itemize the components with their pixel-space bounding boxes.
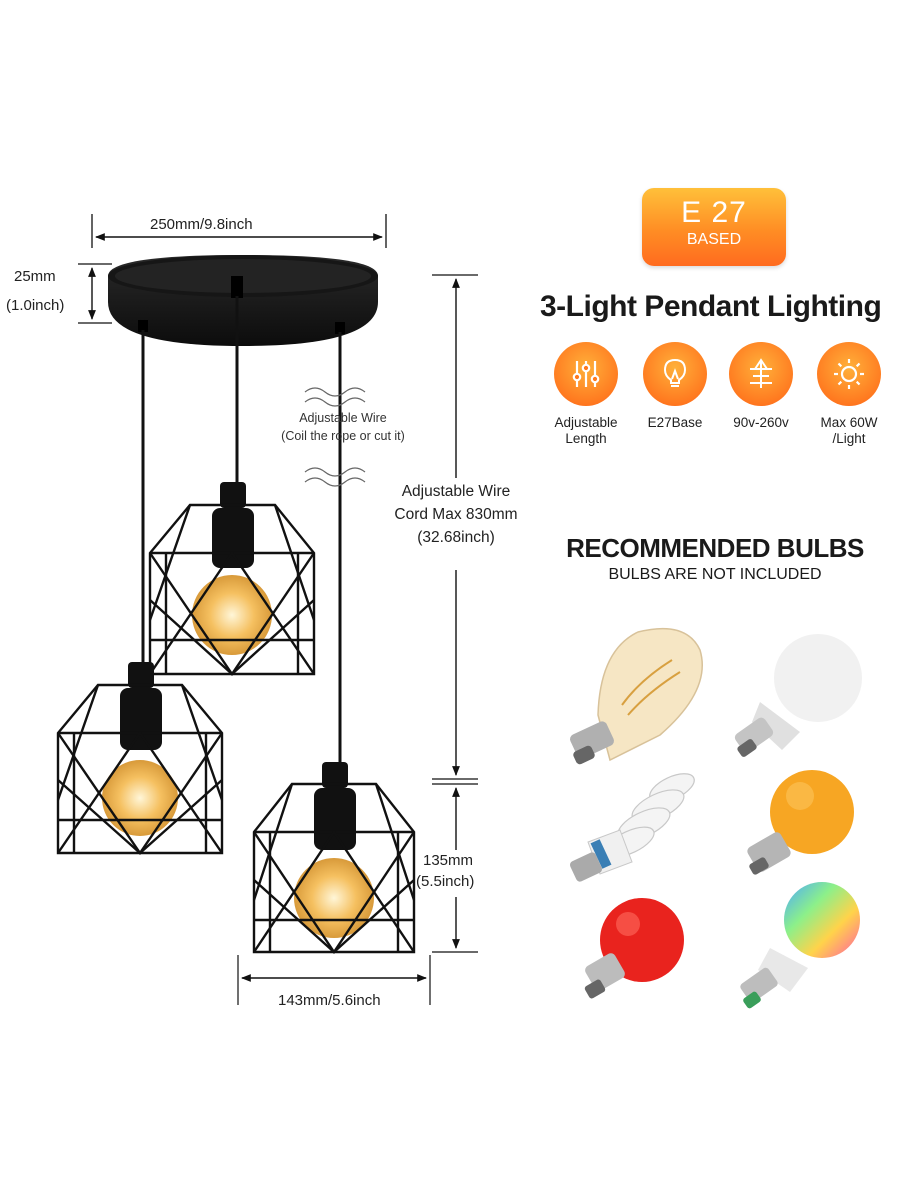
rgb-smart-bulb-icon [740,882,860,1009]
sliders-icon [554,342,618,406]
ceiling-canopy [108,255,378,346]
red-globe-bulb-icon [584,898,684,999]
cord-length-dimension [432,274,478,780]
shade-width-label: 143mm/5.6inch [278,992,381,1009]
wire-break-marks [304,387,366,487]
feature-label: E27Base [647,415,703,430]
top-width-label: 250mm/9.8inch [150,216,253,233]
pendant-wires [141,296,342,762]
cord-length-label: Adjustable Wire Cord Max 830mm (32.68inc… [394,483,518,546]
shade-height-mm-label: 135mm [423,852,474,869]
product-title: 3-Light Pendant Lighting [540,290,882,323]
e27-badge: E 27 BASED [642,188,786,266]
orange-globe-bulb-icon [747,770,854,875]
recommended-heading: RECOMMENDED BULBS [566,533,864,563]
shade-width-dimension [237,955,431,1005]
sun-icon [817,342,881,406]
feature-label: Max 60W /Light [820,415,878,446]
feature-voltage: 90v-260v [716,342,806,431]
white-led-bulb-icon [734,634,862,757]
feature-adjustable-length: Adjustable Length [541,342,631,447]
feature-max-wattage: Max 60W /Light [804,342,894,447]
feature-label: Adjustable Length [554,415,618,446]
edison-filament-bulb-icon [570,627,703,765]
bulb-icon [643,342,707,406]
feature-e27-base: E27Base [630,342,720,431]
recommended-bulbs-header: RECOMMENDED BULBS BULBS ARE NOT INCLUDED [545,533,885,584]
feature-label: 90v-260v [733,415,789,430]
pendant-shade-3 [252,762,416,955]
canopy-height-mm-label: 25mm [14,268,56,285]
recommended-subheading: BULBS ARE NOT INCLUDED [608,566,822,583]
pendant-shade-1 [148,482,316,677]
top-width-dimension [91,214,387,248]
shade-height-in-label: (5.5inch) [416,873,475,890]
canopy-height-dimension [78,263,112,324]
voltage-icon [729,342,793,406]
adjustable-wire-note: Adjustable Wire (Coil the rope or cut it… [281,411,405,443]
shade-height-dimension [432,783,478,953]
canopy-height-in-label: (1.0inch) [6,297,65,314]
spiral-cfl-bulb-icon [569,773,695,882]
pendant-shade-2 [56,662,224,856]
